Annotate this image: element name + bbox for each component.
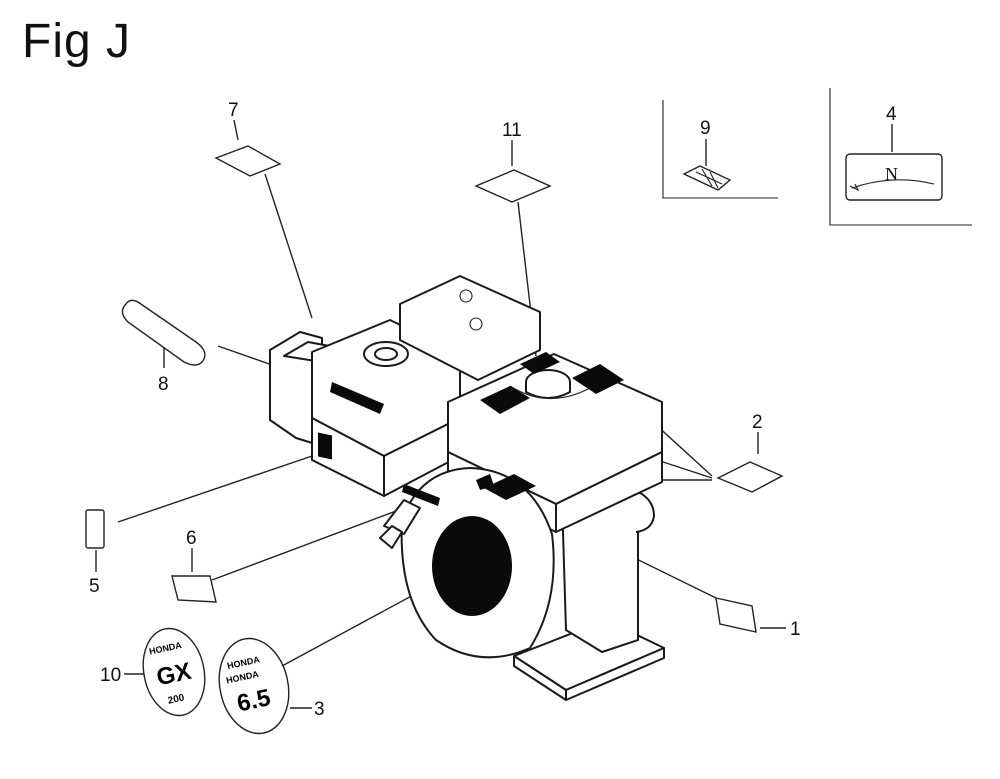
part-5-decal (85, 453, 319, 572)
callout-11: 11 (502, 120, 522, 141)
part-7-decal (214, 119, 313, 319)
part-3-emblem: HONDA HONDA 6.5 (218, 585, 431, 735)
figure-title: Fig J (22, 15, 132, 68)
callout-1: 1 (790, 619, 801, 640)
callout-7: 7 (228, 100, 239, 121)
callout-5: 5 (89, 576, 100, 597)
callout-6: 6 (186, 528, 197, 549)
inset-frame-4 (829, 88, 972, 226)
callout-10: 10 (100, 665, 121, 686)
callout-3: 3 (314, 699, 325, 720)
engine-illustration (269, 275, 665, 701)
inset-4-glyph: N (885, 164, 898, 184)
emblem-10-line3: 200 (167, 692, 186, 706)
part-9-clip (682, 139, 732, 191)
part-4-label-plate: N (845, 124, 943, 201)
callout-2: 2 (752, 412, 763, 433)
part-6-decal (171, 507, 405, 603)
callout-9: 9 (700, 118, 711, 139)
part-10-emblem: HONDA GX 200 (124, 627, 206, 717)
callout-4: 4 (886, 104, 897, 125)
callout-8: 8 (158, 374, 169, 395)
inset-frame-9 (662, 100, 778, 199)
